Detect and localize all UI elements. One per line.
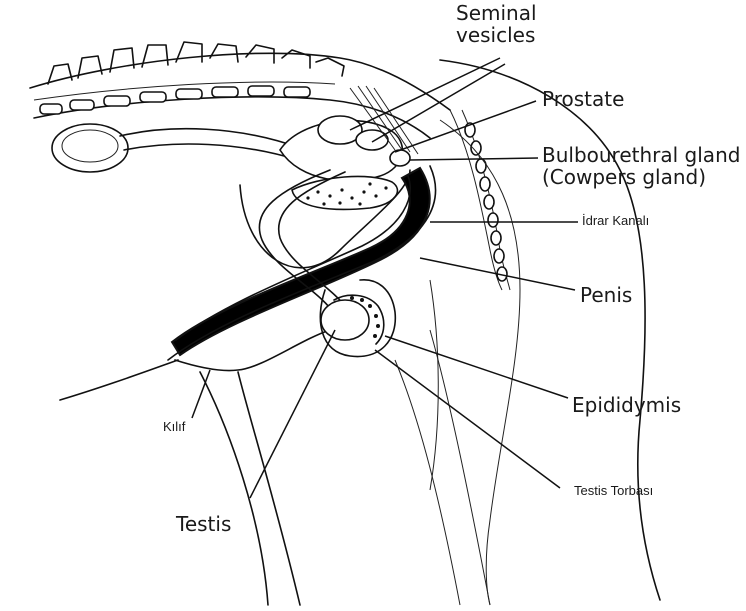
leader-lines [192,58,578,498]
label-kilif: Kılıf [163,420,185,435]
label-epididymis: Epididymis [572,394,681,416]
belly-line [60,360,178,400]
label-testis-torbasi: Testis Torbası [574,484,653,499]
label-bulbourethral: Bulbourethral gland (Cowpers gland) [542,144,740,189]
label-prostate: Prostate [542,88,624,110]
bladder [52,124,300,172]
label-bulbourethral-text: Bulbourethral gland (Cowpers gland) [542,144,740,189]
hind-leg [238,372,300,605]
label-penis: Penis [580,284,632,306]
testis-shape [321,300,369,340]
label-seminal-vesicles-text: Seminal vesicles [456,2,537,47]
pelvic-organs [280,86,418,209]
label-seminal-vesicles: Seminal vesicles [456,2,537,47]
label-idrar-kanali: İdrar Kanalı [582,214,649,229]
label-testis: Testis [176,513,231,535]
